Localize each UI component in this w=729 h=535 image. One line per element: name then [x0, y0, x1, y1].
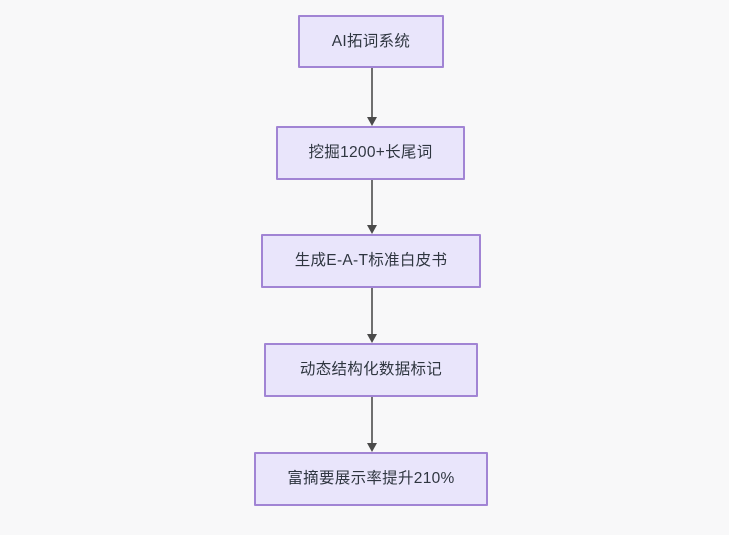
arrowhead-icon: [367, 443, 377, 452]
flow-node-ai-keyword-system[interactable]: AI拓词系统: [298, 15, 444, 68]
edge-line: [371, 68, 373, 117]
flow-node-label: 生成E-A-T标准白皮书: [294, 252, 448, 270]
flow-node-generate-eat-whitepaper[interactable]: 生成E-A-T标准白皮书: [261, 234, 481, 288]
flow-node-label: AI拓词系统: [331, 32, 411, 50]
edge-line: [371, 288, 373, 334]
flow-node-dynamic-structured-data-markup[interactable]: 动态结构化数据标记: [264, 343, 478, 397]
flow-node-rich-snippet-rate-increase[interactable]: 富摘要展示率提升210%: [254, 452, 488, 506]
flow-node-label: 挖掘1200+长尾词: [308, 144, 433, 162]
arrowhead-icon: [367, 225, 377, 234]
edge-line: [371, 180, 373, 225]
arrowhead-icon: [367, 334, 377, 343]
flow-node-mine-longtail-keywords[interactable]: 挖掘1200+长尾词: [276, 126, 465, 180]
flow-node-label: 动态结构化数据标记: [299, 361, 443, 379]
edge-line: [371, 397, 373, 443]
arrowhead-icon: [367, 117, 377, 126]
flow-node-label: 富摘要展示率提升210%: [287, 470, 455, 488]
